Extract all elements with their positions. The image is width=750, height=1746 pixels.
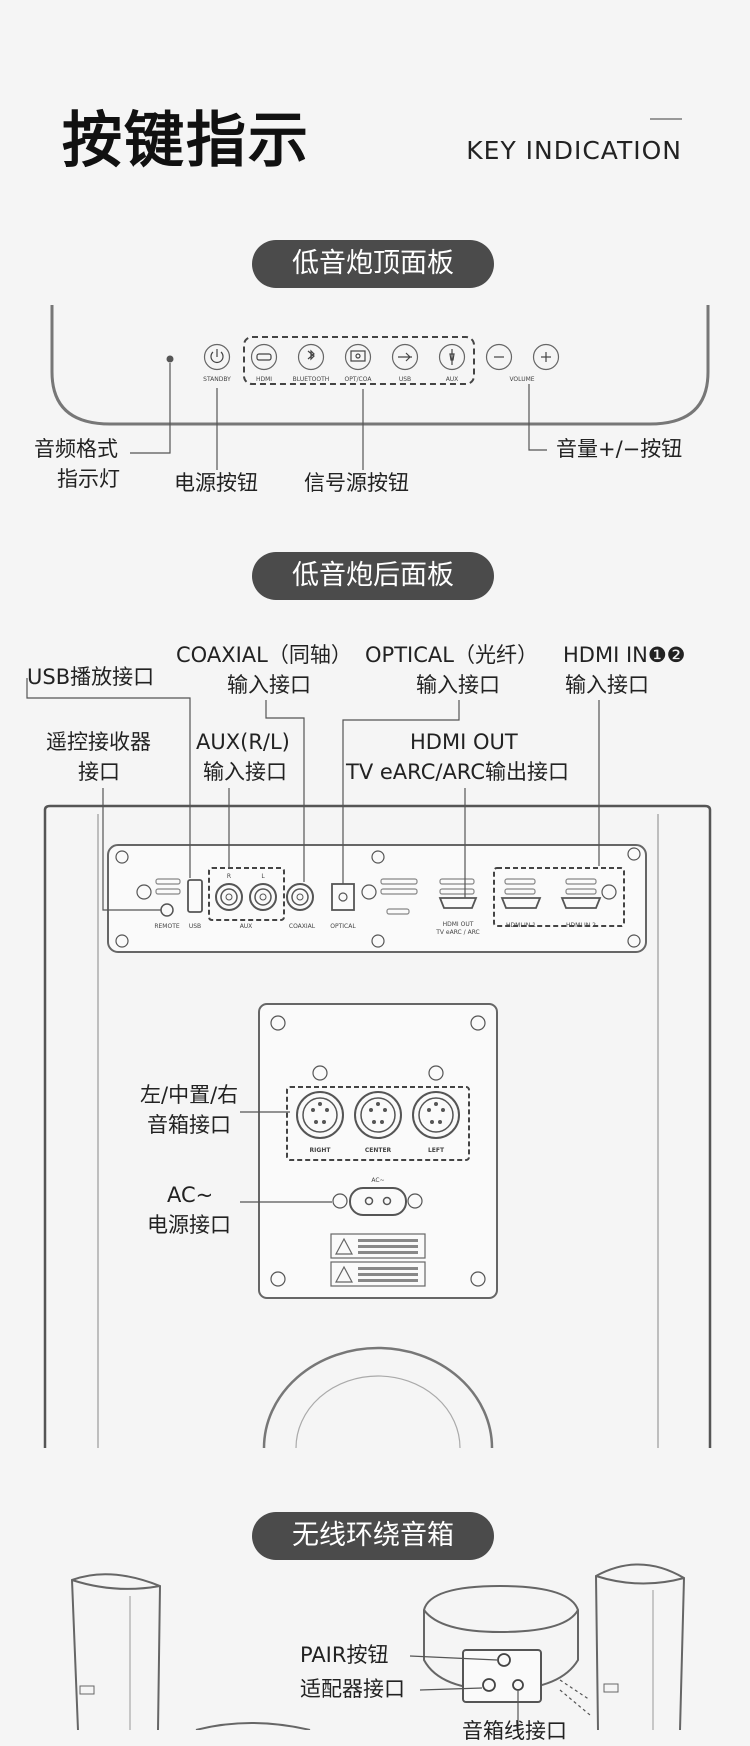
usb-port (187, 879, 203, 913)
aux-icon (449, 349, 455, 365)
bluetooth-label: BLUETOOTH (293, 376, 330, 383)
aux-group (208, 867, 285, 921)
wireless-receiver (423, 1584, 579, 1703)
source-buttons-group (243, 336, 475, 385)
hdmi-out-callout-line1: HDMI OUT (410, 730, 518, 754)
hdmi-icon (256, 353, 272, 361)
ac-socket (349, 1187, 407, 1216)
usb-port-label: USB (189, 923, 201, 930)
optical-callout-line1: OPTICAL（光纤） (365, 643, 538, 667)
optical-port-label: OPTICAL (330, 923, 356, 930)
ac-callout-line1: AC~ (167, 1183, 214, 1207)
bluetooth-button (297, 343, 325, 371)
volume-label: VOLUME (509, 376, 534, 383)
volume-minus-button (485, 343, 513, 371)
section-title-top-panel: 低音炮顶面板 (252, 240, 494, 288)
hdmi-in-1-label: HDMI IN 1 (506, 922, 536, 929)
hdmi-in-2-port (560, 897, 602, 909)
usb-label: USB (399, 376, 411, 383)
bluetooth-icon (307, 349, 315, 361)
remote-callout-line2: 接口 (78, 760, 120, 784)
hdmi-in-2-label: HDMI IN 2 (566, 922, 596, 929)
speaker-cable-callout: 音箱线接口 (462, 1719, 567, 1743)
aux-l-label: L (261, 873, 265, 880)
aux-port-label: AUX (240, 923, 253, 930)
center-label: CENTER (365, 1147, 392, 1154)
hdmi-out-callout-line2: TV eARC/ARC输出接口 (346, 760, 570, 784)
coaxial-callout-line2: 输入接口 (227, 673, 311, 697)
pair-callout: PAIR按钮 (300, 1643, 389, 1667)
hdmi-label: HDMI (256, 376, 272, 383)
standby-button (203, 343, 231, 371)
hdmi-button (250, 343, 278, 371)
page-title: 按键指示 (62, 106, 310, 176)
page-subtitle: KEY INDICATION (466, 136, 682, 165)
remote-leader (102, 788, 161, 911)
speaker-connectors-group (286, 1086, 470, 1161)
opt-coa-button (344, 343, 372, 371)
remote-port-label: REMOTE (154, 923, 180, 930)
hdmi-out-label-1: HDMI OUT (443, 921, 474, 928)
aux-callout-line2: 输入接口 (203, 760, 287, 784)
hdmi-in-callout-line2: 输入接口 (565, 673, 649, 697)
right-label: RIGHT (310, 1147, 332, 1154)
remote-callout-line1: 遥控接收器 (46, 730, 151, 754)
optical-leader (342, 700, 460, 884)
right-surround-speaker (594, 1563, 686, 1730)
coaxial-callout-line1: COAXIAL（同轴） (176, 643, 352, 667)
left-surround-speaker (70, 1573, 162, 1730)
ac-callout-line2: 电源接口 (147, 1213, 231, 1237)
adapter-port (482, 1678, 496, 1692)
standby-label: STANDBY (203, 376, 231, 383)
section-title-wireless: 无线环绕音箱 (252, 1512, 494, 1560)
usb-button (391, 343, 419, 371)
hdmi-in-1-port (500, 897, 542, 909)
indicator-callout-line1: 音频格式 (34, 437, 118, 461)
left-label: LEFT (428, 1147, 445, 1154)
aux-r-label: R (227, 873, 231, 880)
usb-callout: USB播放接口 (27, 665, 155, 689)
indicator-leader (130, 363, 171, 454)
aux-button (438, 343, 466, 371)
power-icon (210, 351, 224, 363)
speaker-callout-line1: 左/中置/右 (140, 1083, 239, 1107)
top-panel-diagram: STANDBY HDMI BLUETOOTH OPT/COA USB AUX V… (50, 305, 710, 470)
opt-coa-label: OPT/COA (345, 376, 373, 383)
pair-button (497, 1653, 511, 1667)
center-speaker-connector (354, 1091, 402, 1139)
volume-callout: 音量+/−按钮 (556, 437, 683, 461)
warning-labels (330, 1233, 426, 1287)
adapter-leader (419, 1687, 483, 1691)
usb-leader (26, 678, 191, 878)
usb-icon (398, 352, 412, 362)
right-speaker-connector (296, 1091, 344, 1139)
left-speaker-connector (412, 1091, 460, 1139)
speaker-cable-port (512, 1679, 524, 1691)
hdmi-in-callout-line1: HDMI IN❶❷ (563, 643, 686, 667)
volume-leader (528, 384, 547, 451)
source-callout: 信号源按钮 (304, 471, 409, 495)
coaxial-port (286, 883, 314, 911)
hdmi-out-port (438, 897, 478, 909)
power-callout: 电源按钮 (174, 471, 258, 495)
aux-label: AUX (446, 376, 459, 383)
pair-leader (409, 1655, 498, 1661)
aux-callout-line1: AUX(R/L) (196, 730, 290, 754)
hdmi-out-label-2: TV eARC / ARC (435, 929, 480, 936)
ac-port-label: AC~ (371, 1177, 384, 1184)
optical-callout-line2: 输入接口 (416, 673, 500, 697)
audio-format-indicator (166, 355, 174, 363)
section-title-rear-panel: 低音炮后面板 (252, 552, 494, 600)
hdmi-in-group (493, 867, 625, 927)
coaxial-leader (265, 700, 305, 882)
optical-icon (350, 350, 366, 362)
indicator-callout-line2: 指示灯 (57, 467, 120, 491)
adapter-callout: 适配器接口 (300, 1677, 405, 1701)
title-divider (650, 118, 682, 120)
volume-plus-button (532, 343, 560, 371)
speaker-callout-line2: 音箱接口 (147, 1113, 231, 1137)
coaxial-port-label: COAXIAL (289, 923, 316, 930)
